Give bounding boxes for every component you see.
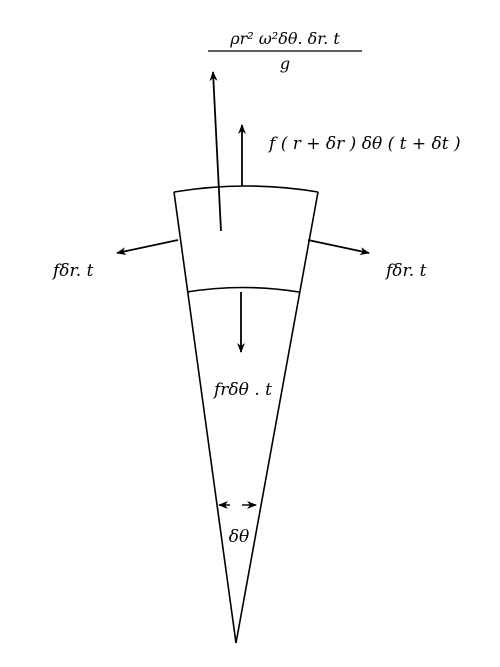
element-outer-arc — [173, 185, 319, 193]
element-inner-arc — [186, 286, 300, 293]
right-hoop-force-label: fδr. t — [384, 261, 427, 281]
left-hoop-force-label: fδr. t — [51, 261, 94, 281]
centrifugal-force-arrow — [209, 71, 222, 232]
centrifugal-force-numerator: ρr² ω²δθ. δr. t — [229, 29, 340, 48]
angle-label: δθ — [229, 527, 249, 547]
inner-force-label: frδθ . t — [212, 380, 272, 400]
wedge-left-edge — [173, 191, 237, 644]
right-hoop-force-arrow — [307, 239, 370, 256]
centrifugal-force-denominator: g — [280, 54, 290, 73]
wedge-right-edge — [235, 191, 319, 644]
sector-wedge — [173, 185, 319, 644]
left-hoop-force-arrow — [116, 239, 179, 256]
outer-force-label: f ( r + δr ) δθ ( t + δt ) — [267, 134, 461, 154]
